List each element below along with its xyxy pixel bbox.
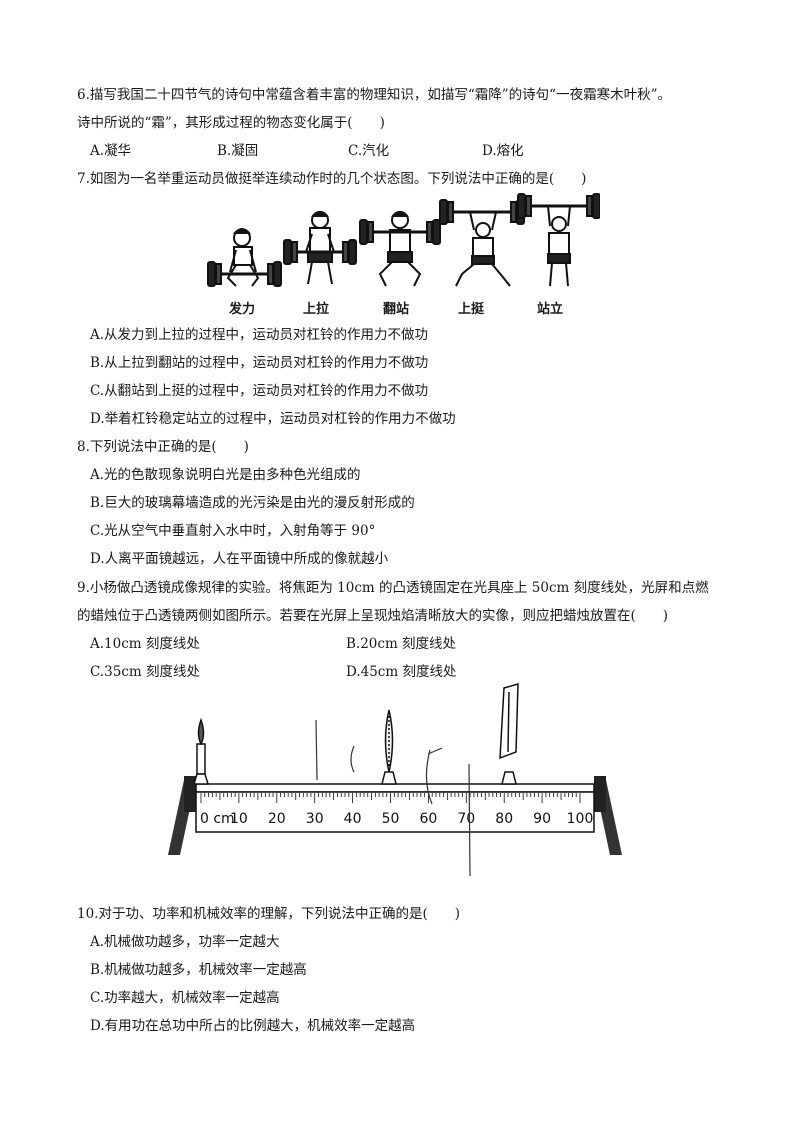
q6-option-c: C.汽化 xyxy=(348,143,390,159)
q6-option-d: D.熔化 xyxy=(482,143,524,159)
ruler-tick-label: 60 xyxy=(419,811,437,827)
ruler-tick-label: 70 xyxy=(457,811,475,827)
lifter-stage-4 xyxy=(439,199,525,287)
ruler-tick-label: 50 xyxy=(382,811,400,827)
q10-option-c: C.功率越大，机械效率一定越高 xyxy=(90,990,280,1006)
caption-shangting: 上挺 xyxy=(458,302,485,317)
q9-option-c: C.35cm 刻度线处 xyxy=(90,664,200,680)
q9-option-d: D.45cm 刻度线处 xyxy=(346,664,457,680)
q6-stem-line2: 诗中所说的“霜”，其形成过程的物态变化属于( ) xyxy=(77,115,385,131)
q8-option-a: A.光的色散现象说明白光是由多种色光组成的 xyxy=(90,467,361,483)
q6-stem-line1: 6.描写我国二十四节气的诗句中常蕴含着丰富的物理知识，如描写“霜降”的诗句“一夜… xyxy=(77,87,671,103)
bench-left-end xyxy=(184,776,196,812)
ruler-tick-label: 20 xyxy=(268,811,286,827)
bench-rail-top xyxy=(195,783,595,793)
caption-fali: 发力 xyxy=(229,302,256,317)
q7-option-a: A.从发力到上拉的过程中，运动员对杠铃的作用力不做功 xyxy=(90,327,429,343)
ruler-tick-label: 10 xyxy=(230,811,248,827)
ruler-tick-label: 100 xyxy=(567,811,594,827)
q7-stem: 7.如图为一名举重运动员做挺举连续动作时的几个状态图。下列说法中正确的是( ) xyxy=(77,171,587,187)
caption-zhanli: 站立 xyxy=(537,302,564,317)
q10-stem: 10.对于功、功率和机械效率的理解，下列说法中正确的是( ) xyxy=(77,906,461,922)
q6-option-b: B.凝固 xyxy=(217,143,259,159)
lifter-stage-2 xyxy=(283,211,357,285)
q8-option-d: D.人离平面镜越远，人在平面镜中所成的像就越小 xyxy=(90,551,389,567)
pencil-marks xyxy=(315,719,471,877)
q8-option-c: C.光从空气中垂直射入水中时，入射角等于 90° xyxy=(90,523,376,539)
q9-option-b: B.20cm 刻度线处 xyxy=(346,636,457,652)
lifter-stage-3 xyxy=(359,211,441,287)
ruler-ticks xyxy=(200,793,581,803)
light-screen xyxy=(499,682,519,785)
q9-stem-line2: 的蜡烛位于凸透镜两侧如图所示。若要在光屏上呈现烛焰清晰放大的实像，则应把蜡烛放置… xyxy=(77,608,669,624)
ruler-tick-label: 40 xyxy=(344,811,362,827)
lifter-stage-5 xyxy=(517,193,600,287)
q7-option-c: C.从翻站到上挺的过程中，运动员对杠铃的作用力不做功 xyxy=(90,383,429,399)
q10-option-b: B.机械做功越多，机械效率一定越高 xyxy=(90,962,307,978)
q8-stem: 8.下列说法中正确的是( ) xyxy=(77,439,249,455)
q6-option-a: A.凝华 xyxy=(90,143,132,159)
q7-option-d: D.举着杠铃稳定站立的过程中，运动员对杠铃的作用力不做功 xyxy=(90,411,456,427)
q8-option-b: B.巨大的玻璃幕墙造成的光污染是由光的漫反射形成的 xyxy=(90,495,415,511)
candle xyxy=(192,717,210,785)
lifter-stage-1 xyxy=(207,228,282,287)
ruler-tick-label: 0 cm xyxy=(200,811,235,827)
q10-option-a: A.机械做功越多，功率一定越大 xyxy=(90,934,280,950)
weightlifting-figure xyxy=(207,193,600,287)
bench-right-end xyxy=(594,776,606,812)
q10-option-d: D.有用功在总功中所占的比例越大，机械效率一定越高 xyxy=(90,1018,416,1034)
ruler-tick-label: 30 xyxy=(306,811,324,827)
caption-fanzhan: 翻站 xyxy=(383,302,410,317)
ruler-tick-label: 90 xyxy=(533,811,551,827)
ruler-tick-label: 80 xyxy=(495,811,513,827)
q9-option-a: A.10cm 刻度线处 xyxy=(90,636,200,652)
convex-lens xyxy=(381,709,397,785)
q9-stem-line1: 9.小杨做凸透镜成像规律的实验。将焦距为 10cm 的凸透镜固定在光具座上 50… xyxy=(77,580,709,596)
q7-option-b: B.从上拉到翻站的过程中，运动员对杠铃的作用力不做功 xyxy=(90,355,429,371)
caption-shangla: 上拉 xyxy=(303,302,330,317)
bench-ruler xyxy=(195,791,595,833)
